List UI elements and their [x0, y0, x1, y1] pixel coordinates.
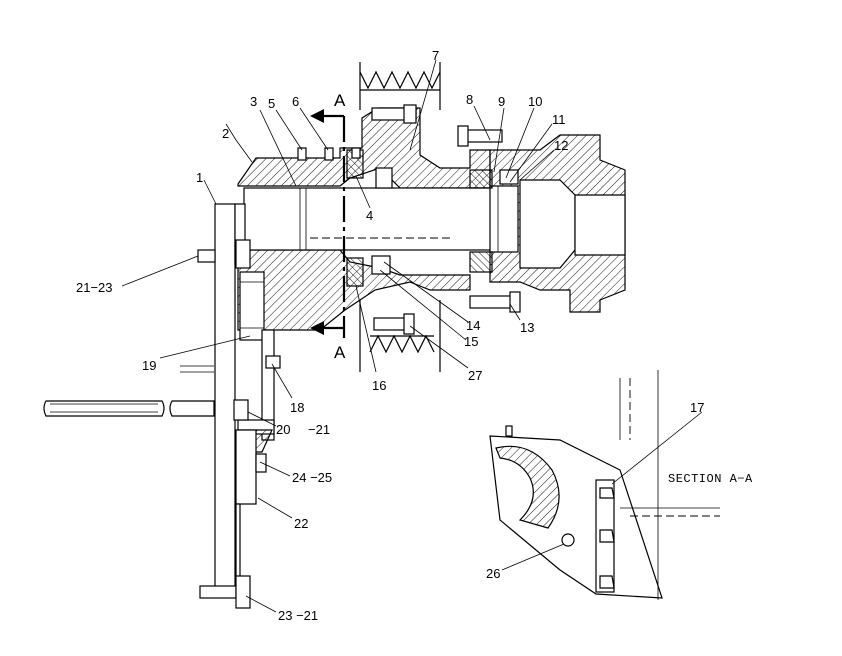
callout-20: 20 — [276, 422, 290, 437]
callout-16: 16 — [372, 378, 386, 393]
leader-lines — [121, 59, 703, 613]
callout-13: 13 — [520, 320, 534, 335]
section-mark-top: A — [334, 91, 346, 110]
callout-labels: 1 2 3 5 6 4 7 8 9 10 11 12 13 14 15 16 2… — [76, 48, 704, 623]
callout-24-25: 24 −25 — [292, 470, 332, 485]
main-shaft — [243, 185, 519, 253]
callout-7: 7 — [432, 48, 439, 63]
callout-9: 9 — [498, 94, 505, 109]
callout-15: 15 — [464, 334, 478, 349]
callout-5: 5 — [268, 96, 275, 111]
callout-1: 1 — [196, 170, 203, 185]
callout-23-21: 23 −21 — [278, 608, 318, 623]
callout-11: 11 — [552, 112, 566, 127]
section-title: SECTION A−A — [668, 472, 753, 486]
bearing-set — [346, 147, 519, 287]
callout-17: 17 — [690, 400, 704, 415]
callout-12: 12 — [554, 138, 568, 153]
pulley-grooves — [359, 62, 441, 372]
callout-19: 19 — [142, 358, 156, 373]
callout-21: −21 — [308, 422, 330, 437]
bracket-plate — [197, 203, 281, 609]
section-a-a-view — [489, 370, 720, 600]
callout-22: 22 — [294, 516, 308, 531]
long-rod — [43, 365, 215, 417]
callout-6: 6 — [292, 94, 299, 109]
callout-8: 8 — [466, 92, 473, 107]
section-mark-bottom: A — [334, 343, 346, 362]
housing-body — [237, 107, 626, 331]
callout-3: 3 — [250, 94, 257, 109]
callout-2: 2 — [222, 126, 229, 141]
section-cut-line — [310, 109, 346, 338]
callout-4: 4 — [366, 208, 373, 223]
callout-10: 10 — [528, 94, 542, 109]
callout-26: 26 — [486, 566, 500, 581]
bolts — [297, 104, 521, 335]
callout-18: 18 — [290, 400, 304, 415]
callout-21-23: 21−23 — [76, 280, 113, 295]
callout-14: 14 — [466, 318, 480, 333]
callout-27: 27 — [468, 368, 482, 383]
